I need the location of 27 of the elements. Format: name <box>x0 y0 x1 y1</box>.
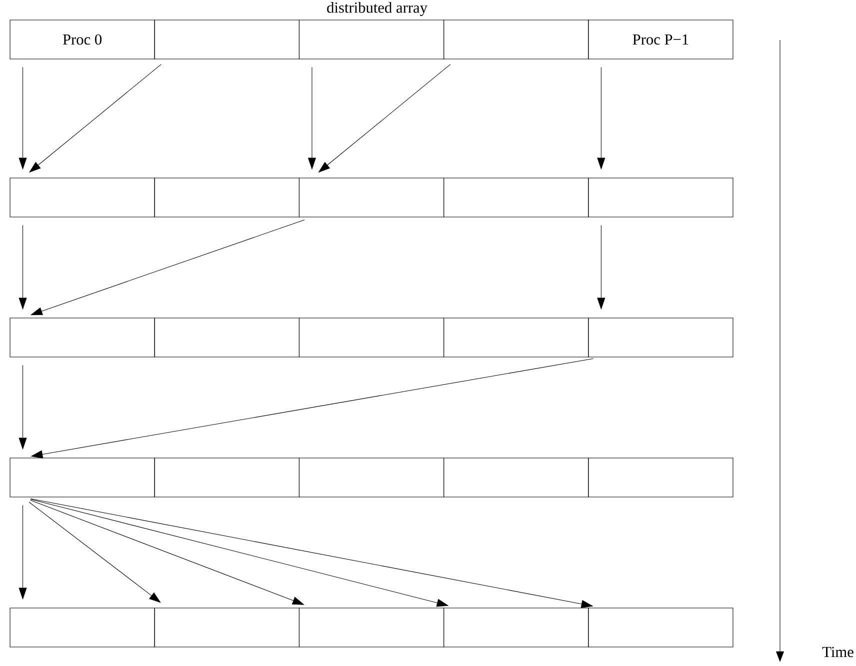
title-label: distributed array <box>327 2 428 16</box>
array-cell: Proc P−1 <box>588 20 734 60</box>
array-cell <box>298 318 444 358</box>
array-cell <box>444 458 589 498</box>
array-cell <box>298 178 444 218</box>
array-cell <box>10 458 155 498</box>
array-cell <box>154 178 300 218</box>
array-cell <box>588 608 734 648</box>
array-cell <box>154 318 300 358</box>
array-cell <box>154 20 300 60</box>
array-cell <box>10 178 155 218</box>
array-cell <box>298 20 444 60</box>
array-cell <box>10 318 155 358</box>
array-cell <box>444 178 589 218</box>
array-cell <box>444 318 589 358</box>
array-cell <box>588 318 734 358</box>
array-cell <box>298 458 444 498</box>
array-cell <box>588 178 734 218</box>
array-cell <box>154 608 300 648</box>
array-cell <box>298 608 444 648</box>
array-cell: Proc 0 <box>10 20 155 60</box>
axis-label: Time <box>822 646 854 658</box>
array-cell <box>444 20 589 60</box>
array-cell <box>10 608 155 648</box>
array-cell <box>444 608 589 648</box>
array-cell <box>588 458 734 498</box>
array-cell <box>154 458 300 498</box>
